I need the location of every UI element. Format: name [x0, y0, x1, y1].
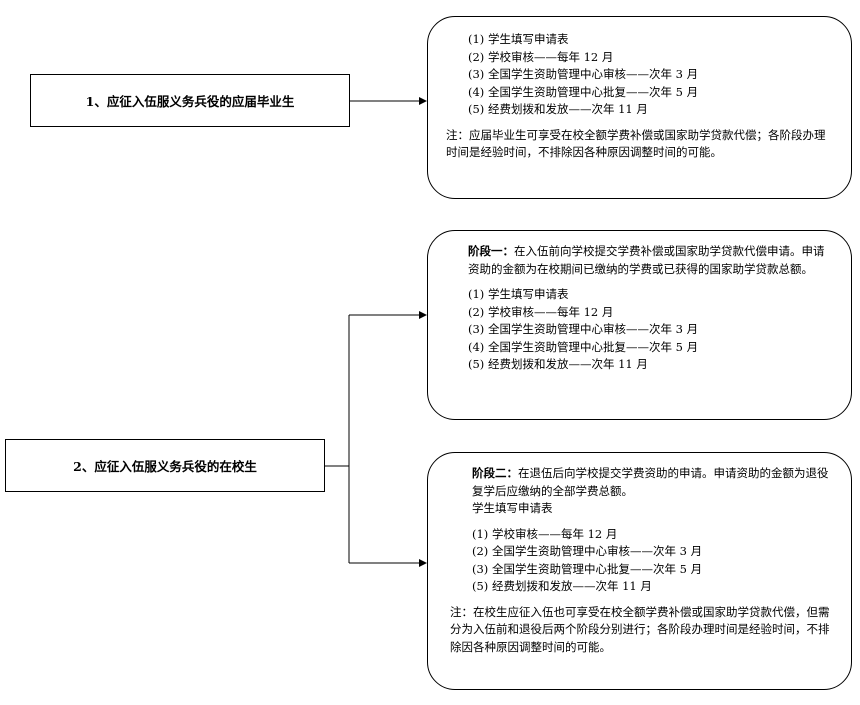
- step-item: (3) 全国学生资助管理中心审核——次年 3 月: [468, 67, 699, 81]
- label-graduates: 1、应征入伍服义务兵役的应届毕业生: [30, 74, 350, 127]
- step-item: (4) 全国学生资助管理中心批复——次年 5 月: [468, 339, 699, 354]
- step-item: (1) 学生填写申请表: [468, 287, 569, 301]
- stage-two-panel: 阶段二：在退伍后向学校提交学费资助的申请。申请资助的金额为退役复学后应缴纳的全部…: [427, 452, 852, 690]
- arrowhead-2-bottom: [419, 559, 427, 567]
- stage-two-description: 阶段二：在退伍后向学校提交学费资助的申请。申请资助的金额为退役复学后应缴纳的全部…: [472, 465, 833, 500]
- step-item: (3) 全国学生资助管理中心批复——次年 5 月: [472, 561, 703, 576]
- stage-two-title: 阶段二：: [472, 466, 518, 480]
- step-item: (1) 学校审核——每年 12 月: [472, 526, 618, 541]
- step-item: (2) 学校审核——每年 12 月: [468, 304, 614, 319]
- graduates-process-panel: (1) 学生填写申请表 (2) 学校审核——每年 12 月 (3) 全国学生资助…: [427, 16, 852, 199]
- label-current-students-text: 2、应征入伍服义务兵役的在校生: [73, 459, 257, 474]
- arrowhead-2-top: [419, 311, 427, 319]
- stage-one-description: 阶段一：在入伍前向学校提交学费补偿或国家助学贷款代偿申请。申请资助的金额为在校期…: [468, 243, 833, 278]
- stage-one-title: 阶段一：: [468, 244, 514, 258]
- stage-one-text: 在入伍前向学校提交学费补偿或国家助学贷款代偿申请。申请资助的金额为在校期间已缴纳…: [468, 244, 825, 276]
- label-current-students: 2、应征入伍服义务兵役的在校生: [5, 439, 325, 492]
- step-item: (3) 全国学生资助管理中心审核——次年 3 月: [468, 322, 699, 336]
- step-item: (5) 经费划拨和发放——次年 11 月: [468, 357, 648, 371]
- arrowhead-1: [419, 97, 427, 105]
- stage-two-text: 在退伍后向学校提交学费资助的申请。申请资助的金额为退役复学后应缴纳的全部学费总额…: [472, 466, 829, 498]
- step-item: (2) 学校审核——每年 12 月: [468, 49, 614, 64]
- step-item: (4) 全国学生资助管理中心批复——次年 5 月: [468, 84, 699, 99]
- step-item: (5) 经费划拨和发放——次年 11 月: [468, 102, 648, 116]
- step-item: (5) 经费划拨和发放——次年 11 月: [472, 579, 652, 593]
- note-text: 注：在校生应征入伍也可享受在校全额学费补偿或国家助学贷款代偿，但需分为入伍前和退…: [450, 604, 830, 654]
- label-graduates-text: 1、应征入伍服义务兵役的应届毕业生: [85, 94, 295, 109]
- step-item: (2) 全国学生资助管理中心审核——次年 3 月: [472, 544, 703, 558]
- step-item: (1) 学生填写申请表: [468, 32, 569, 46]
- stage-one-panel: 阶段一：在入伍前向学校提交学费补偿或国家助学贷款代偿申请。申请资助的金额为在校期…: [427, 230, 852, 420]
- pre-step-line: 学生填写申请表: [472, 501, 553, 515]
- note-text: 注：应届毕业生可享受在校全额学费补偿或国家助学贷款代偿；各阶段办理时间是经验时间…: [446, 127, 826, 160]
